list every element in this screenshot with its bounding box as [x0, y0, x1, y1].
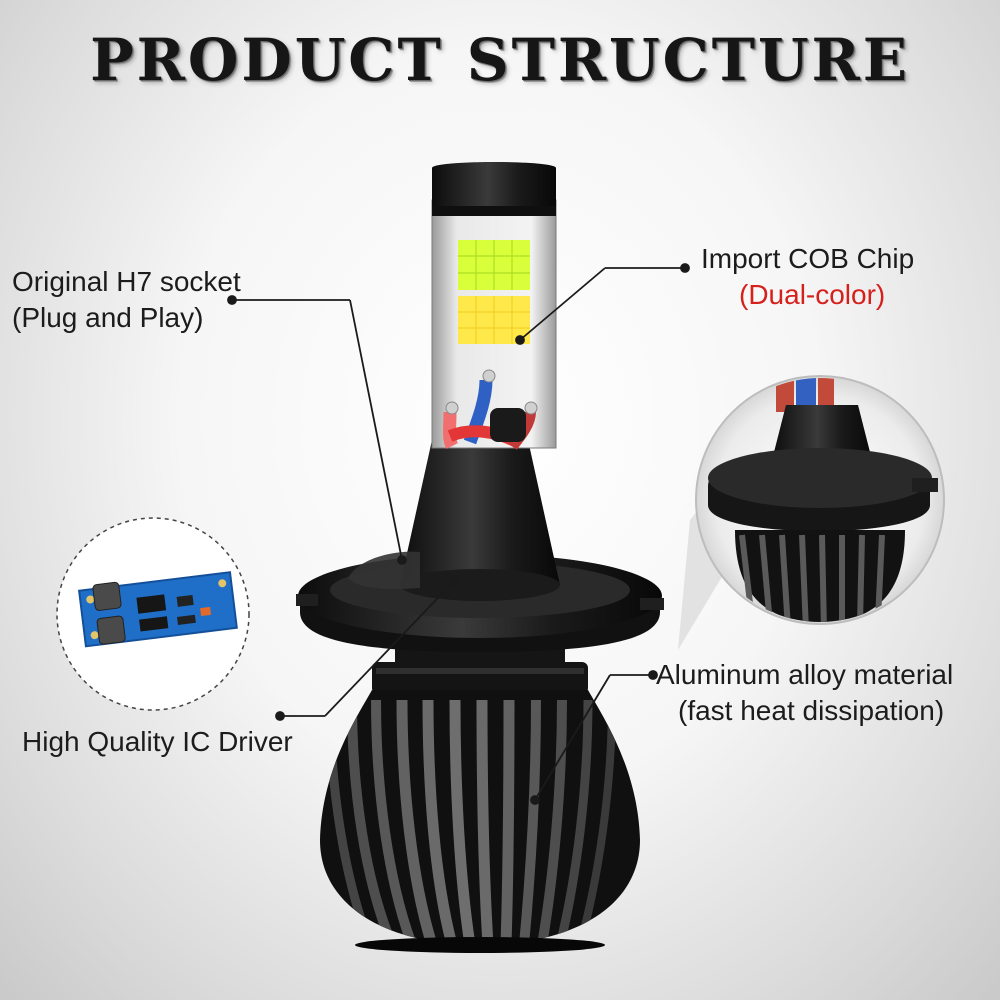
callout-lines [227, 263, 690, 805]
label-aluminum-alloy: Aluminum alloy material (fast heat dissi… [656, 657, 953, 729]
label-cob-line2: (Dual-color) [739, 279, 886, 310]
label-socket-line2: (Plug and Play) [12, 302, 204, 333]
label-alu-line2: (fast heat dissipation) [678, 695, 945, 726]
label-import-cob-chip: Import COB Chip (Dual-color) [701, 241, 914, 313]
label-original-h7-socket: Original H7 socket (Plug and Play) [12, 264, 241, 336]
label-alu-line1: Aluminum alloy material [656, 659, 954, 690]
chip-housing [431, 162, 557, 450]
label-high-quality-ic-driver: High Quality IC Driver [22, 724, 293, 760]
heat-sink [320, 662, 640, 953]
figure-title: PRODUCT STRUCTURE [90, 26, 910, 94]
ic-driver-zoom [56, 517, 250, 711]
label-cob-line1: Import COB Chip [701, 243, 915, 274]
h7-base [296, 433, 664, 668]
label-driver-line1: High Quality IC Driver [22, 726, 293, 757]
base-zoom [678, 375, 945, 650]
label-socket-line1: Original H7 socket [12, 266, 241, 297]
